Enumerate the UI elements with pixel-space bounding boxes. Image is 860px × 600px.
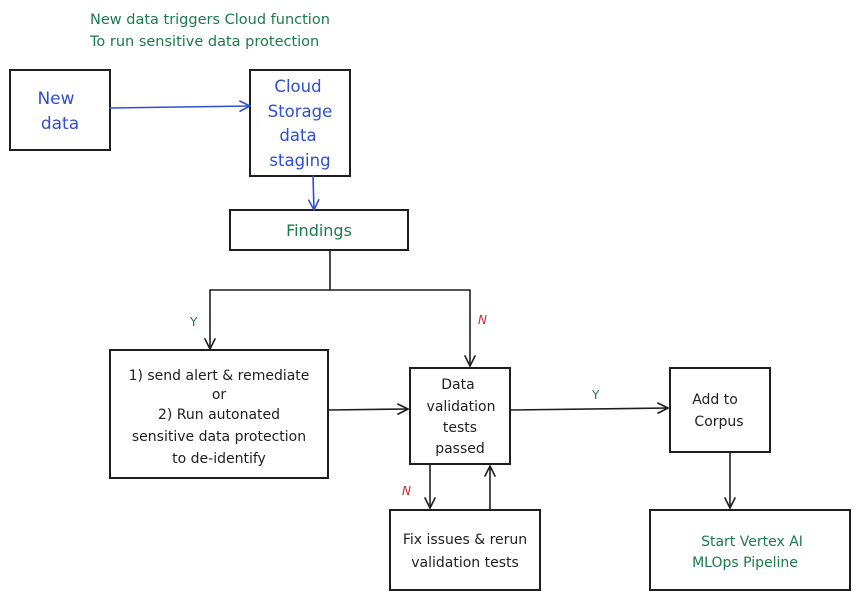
- node-remediate: 1) send alert & remediate or 2) Run auto…: [109, 349, 329, 479]
- vertex-line-2: MLOps Pipeline: [692, 555, 798, 571]
- node-data-validation: Data validation tests passed: [409, 367, 511, 465]
- add-corpus-line-2: Corpus: [694, 414, 743, 430]
- edge-label-validation-yes: Y: [591, 388, 600, 402]
- cloud-storage-line-1: Cloud: [274, 77, 321, 96]
- add-corpus-line-1: Add to: [692, 392, 738, 408]
- cloud-storage-line-2: Storage: [268, 102, 333, 121]
- node-add-corpus: Add to Corpus: [669, 367, 771, 453]
- remediate-line-5: to de-identify: [172, 451, 266, 467]
- remediate-line-3: 2) Run autonated: [158, 407, 280, 423]
- fix-issues-line-2: validation tests: [411, 555, 519, 571]
- cloud-storage-line-3: data: [279, 126, 316, 145]
- findings-label: Findings: [286, 221, 352, 240]
- fix-issues-line-1: Fix issues & rerun: [403, 532, 527, 548]
- trigger-annotation: New data triggers Cloud function To run …: [89, 12, 330, 50]
- annotation-line-2: To run sensitive data protection: [89, 34, 319, 50]
- edge-label-findings-no: N: [478, 313, 487, 327]
- node-findings: Findings: [229, 209, 409, 251]
- edge-remediate-to-validation: [327, 403, 409, 415]
- edge-validation-to-corpus: [509, 402, 669, 414]
- new-data-line-1: New: [37, 89, 74, 109]
- cloud-storage-line-4: staging: [269, 151, 330, 170]
- node-fix-issues: Fix issues & rerun validation tests: [389, 509, 541, 591]
- new-data-line-2: data: [41, 114, 79, 134]
- edge-findings-no: [329, 289, 476, 367]
- validation-line-1: Data: [441, 377, 474, 393]
- edge-label-findings-yes: Y: [189, 315, 198, 329]
- remediate-line-1: 1) send alert & remediate: [129, 368, 310, 384]
- edge-findings-branch: [209, 249, 331, 291]
- node-vertex-ai: Start Vertex AI MLOps Pipeline: [649, 509, 851, 591]
- validation-line-4: passed: [435, 441, 485, 457]
- edge-storage-to-findings: [307, 175, 320, 211]
- annotation-line-1: New data triggers Cloud function: [90, 12, 330, 28]
- vertex-line-1: Start Vertex AI: [701, 534, 803, 550]
- validation-line-3: tests: [443, 420, 477, 436]
- remediate-line-4: sensitive data protection: [132, 429, 306, 445]
- edge-label-validation-no: N: [402, 484, 411, 498]
- node-cloud-storage: Cloud Storage data staging: [249, 69, 351, 177]
- node-new-data: New data: [9, 69, 111, 151]
- edge-new-data-to-storage: [109, 100, 251, 112]
- validation-line-2: validation: [427, 399, 496, 415]
- remediate-line-2: or: [212, 387, 227, 403]
